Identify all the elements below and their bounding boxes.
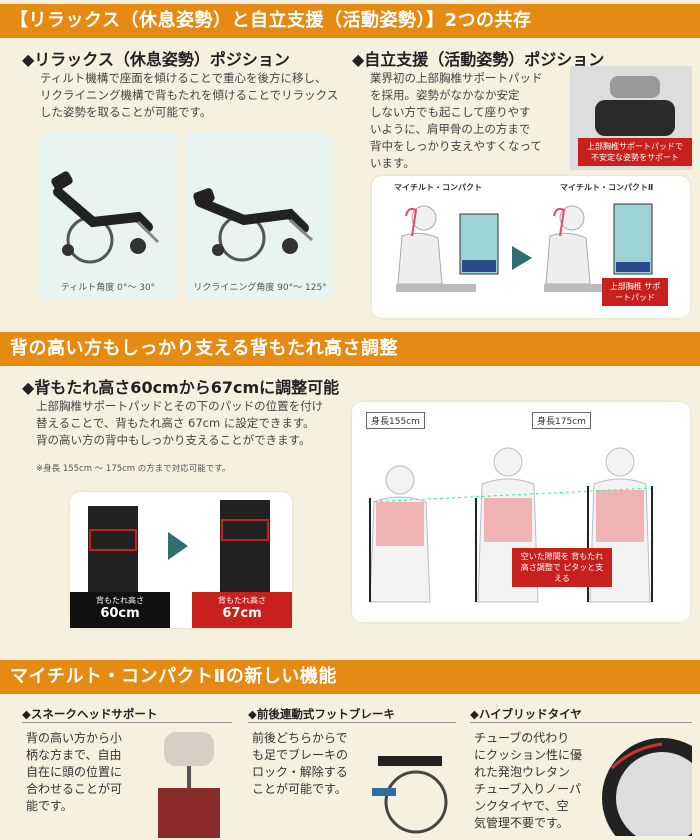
feature-text-foot-brake: 前後どちらからで も足でブレーキの ロック・解除する ことが可能です。 xyxy=(252,731,349,796)
height-heading: ◆背もたれ高さ60cmから67cmに調整可能 xyxy=(22,378,340,397)
wheelchair-tilt-illustration xyxy=(51,171,160,264)
compare-right-label: マイチルト・コンパクトⅡ xyxy=(560,183,654,192)
gap-callout: 空いた隙間を 背もたれ高さ調整で ピタッと支える xyxy=(512,548,612,587)
support-pad-photo: 上部胸椎サポートパッドで 不安定な姿勢をサポート xyxy=(570,66,692,170)
support-pad-label: 上部胸椎サポートパッドで 不安定な姿勢をサポート xyxy=(578,138,692,166)
before-badge: 背もたれ高さ 60cm xyxy=(70,592,170,628)
section3-banner: マイチルト・コンパクトⅡの新しい機能 xyxy=(0,660,700,694)
relax-text: ティルト機構で座面を傾けることで重心を後方に移し、 リクライニング機構で背もたれ… xyxy=(40,71,339,119)
feature-title-foot-brake: ◆前後連動式フットブレーキ xyxy=(248,707,395,721)
after-value: 67cm xyxy=(222,606,262,621)
after-badge: 背もたれ高さ 67cm xyxy=(192,592,292,628)
foot-brake-image xyxy=(372,756,448,834)
feature-divider xyxy=(248,722,456,723)
backrest-height-panel: 背もたれ高さ 60cm 背もたれ高さ 67cm xyxy=(70,492,292,628)
after-label: 背もたれ高さ xyxy=(218,596,266,605)
body-figures-illustration xyxy=(367,447,653,603)
snake-head-support-image xyxy=(158,732,220,838)
before-value: 60cm xyxy=(100,606,140,621)
feature-text-snake-head: 背の高い方から小 柄な方まで、自由 自在に頭の位置に 合わせることが可 能です。 xyxy=(26,731,123,813)
feature-divider xyxy=(22,722,232,723)
feature-title-snake-head: ◆スネークヘッドサポート xyxy=(22,707,158,721)
compare-left-label: マイチルト・コンパクト xyxy=(394,183,482,192)
feature-text-hybrid-tire: チューブの代わり にクッション性に優 れた発泡ウレタン チューブ入りノーパ ンク… xyxy=(474,731,583,830)
section1-banner: 【リラックス（休息姿勢）と自立支援（活動姿勢）】2つの共存 xyxy=(0,4,700,38)
height-note: ※身長 155cm 〜 175cm の方まで対応可能です。 xyxy=(36,464,231,474)
height-155-label: 身長155cm xyxy=(366,412,425,429)
hybrid-tire-image xyxy=(602,738,692,836)
height-175-label: 身長175cm xyxy=(532,412,591,429)
tilt-caption: ティルト角度 0°〜 30° xyxy=(60,283,156,293)
height-comparison-panel: 身長155cm 身長175cm 空いた隙間を 背もたれ高さ調整で ピタッと支える xyxy=(352,402,690,622)
backrest-illustration xyxy=(88,500,270,592)
relax-heading: ◆リラックス（休息姿勢）ポジション xyxy=(22,50,290,69)
wheelchair-recline-illustration xyxy=(193,188,314,262)
feature-divider xyxy=(470,722,692,723)
active-heading: ◆自立支援（活動姿勢）ポジション xyxy=(352,50,605,69)
pad-callout: 上部胸椎 サポートパッド xyxy=(602,278,668,306)
comparison-panel: マイチルト・コンパクト マイチルト・コンパクトⅡ 上部胸椎 サポートパッド xyxy=(372,176,690,318)
recline-caption: リクライニング角度 90°〜 125° xyxy=(193,283,327,293)
comparison-illustration xyxy=(396,203,653,292)
feature-title-hybrid-tire: ◆ハイブリッドタイヤ xyxy=(470,707,582,721)
recline-photo: リクライニング角度 90°〜 125° xyxy=(186,132,334,300)
section2-banner: 背の高い方もしっかり支える背もたれ高さ調整 xyxy=(0,332,700,366)
tilt-photo: ティルト角度 0°〜 30° xyxy=(38,132,178,300)
active-text: 業界初の上部胸椎サポートパッド を採用。姿勢がなかなか安定 しない方でも起こして… xyxy=(370,71,543,170)
before-label: 背もたれ高さ xyxy=(96,596,144,605)
height-text: 上部胸椎サポートパッドとその下のパッドの位置を付け 替えることで、背もたれ高さ … xyxy=(36,399,324,447)
